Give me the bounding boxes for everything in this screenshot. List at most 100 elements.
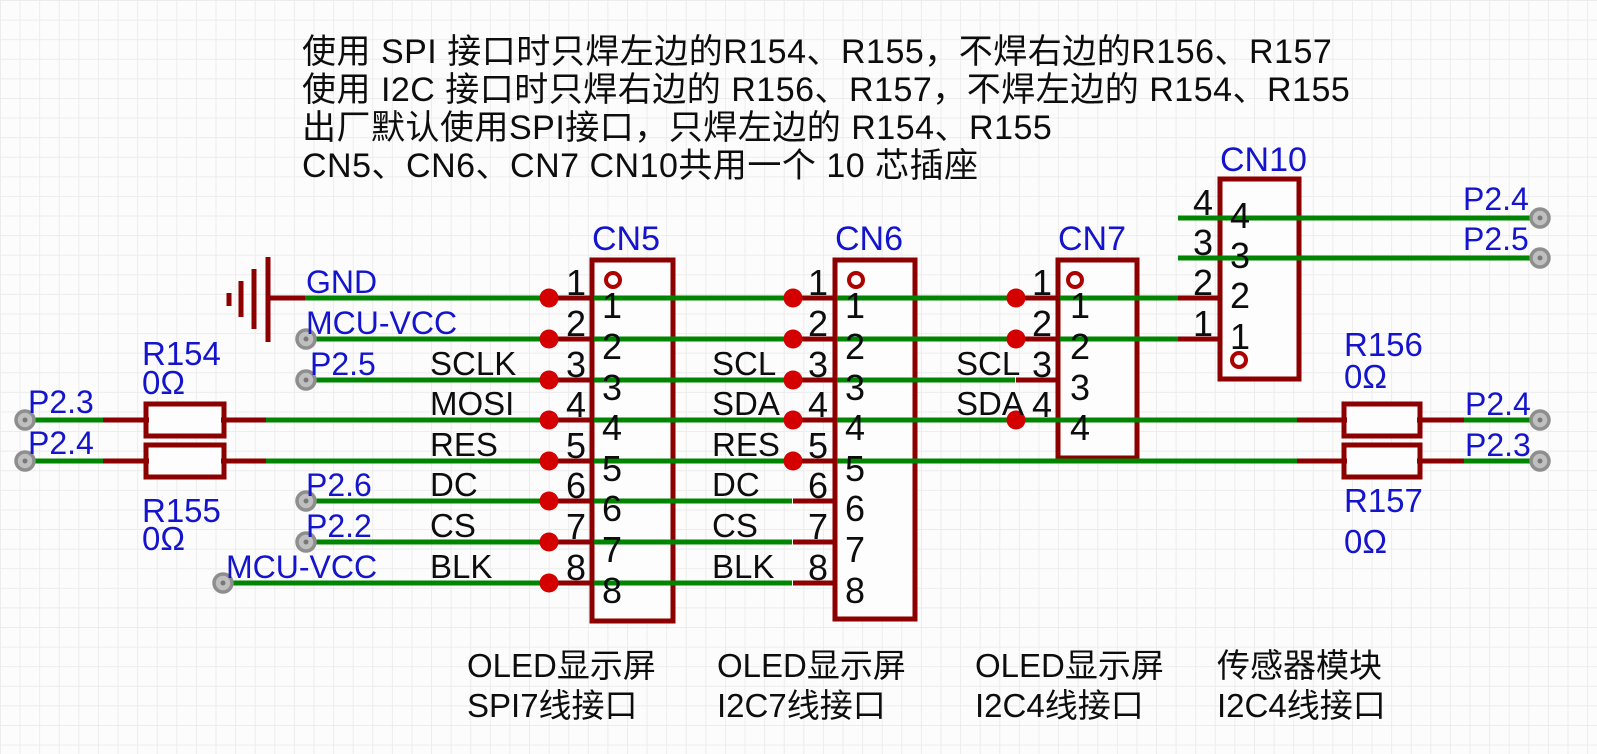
pin-number-outside: 3 bbox=[1193, 222, 1213, 263]
pin-function-label: SDA bbox=[712, 385, 780, 422]
pin-function-label: SCL bbox=[956, 345, 1020, 382]
pin1-indicator-icon bbox=[847, 271, 865, 289]
junction-dot bbox=[783, 410, 803, 430]
pin-number-inside: 6 bbox=[845, 488, 865, 529]
pin-number-outside: 3 bbox=[1032, 344, 1052, 385]
resistor-body-r157[interactable] bbox=[1341, 442, 1423, 480]
junction-dot bbox=[1006, 288, 1026, 308]
caption-cn10-line1: 传感器模块 bbox=[1217, 647, 1382, 684]
resistor-body-r156[interactable] bbox=[1341, 401, 1423, 439]
resistor-body-r155[interactable] bbox=[143, 442, 227, 480]
pin-number-inside: 2 bbox=[1070, 326, 1090, 367]
pin-function-label: SCLK bbox=[430, 345, 516, 382]
pin-number-outside: 1 bbox=[808, 262, 828, 303]
pin-number-inside: 1 bbox=[1070, 285, 1090, 326]
net-label: MCU-VCC bbox=[306, 305, 457, 341]
pin-number-inside: 8 bbox=[845, 570, 865, 611]
designator-cn10: CN10 bbox=[1220, 141, 1307, 179]
pin-number-inside: 2 bbox=[602, 326, 622, 367]
pin-function-label: BLK bbox=[712, 548, 774, 585]
junction-dot bbox=[783, 329, 803, 349]
caption-cn10: 传感器模块 I2C4线接口 bbox=[1217, 646, 1386, 726]
resistor-designator: R155 bbox=[142, 492, 221, 529]
pin-number-inside: 5 bbox=[602, 448, 622, 489]
caption-cn6: OLED显示屏 I2C7线接口 bbox=[717, 646, 906, 726]
resistor-value: 0Ω bbox=[1344, 523, 1387, 560]
pin-number-outside: 8 bbox=[566, 547, 586, 588]
pin-function-label: CS bbox=[430, 507, 476, 544]
pin1-indicator-icon bbox=[604, 271, 622, 289]
terminal-pad-hole bbox=[22, 417, 28, 423]
pin-number-inside: 5 bbox=[845, 448, 865, 489]
pin-number-outside: 8 bbox=[808, 547, 828, 588]
connector-body-cn10[interactable] bbox=[1217, 176, 1302, 382]
pin-number-outside: 5 bbox=[566, 425, 586, 466]
pin-number-inside: 7 bbox=[602, 529, 622, 570]
annotation-line-4: CN5、CN6、CN7 CN10共用一个 10 芯插座 bbox=[302, 147, 979, 185]
junction-dot bbox=[539, 329, 559, 349]
net-label: P2.4 bbox=[1465, 386, 1531, 422]
designator-cn6: CN6 bbox=[835, 220, 903, 258]
pin-number-inside: 2 bbox=[845, 326, 865, 367]
pin-number-inside: 8 bbox=[602, 570, 622, 611]
connector-body-cn6[interactable] bbox=[832, 257, 918, 622]
junction-dot bbox=[783, 451, 803, 471]
pin-number-inside: 4 bbox=[1070, 407, 1090, 448]
pin1-indicator-icon bbox=[1230, 351, 1248, 369]
junction-dot bbox=[783, 288, 803, 308]
pin-number-inside: 7 bbox=[845, 529, 865, 570]
terminal-pad-hole bbox=[1537, 417, 1543, 423]
pin-number-outside: 4 bbox=[566, 384, 586, 425]
junction-dot bbox=[539, 573, 559, 593]
pin-number-inside: 1 bbox=[602, 285, 622, 326]
pin-number-outside: 2 bbox=[808, 303, 828, 344]
pin-function-label: CS bbox=[712, 507, 758, 544]
terminal-pad-hole bbox=[22, 458, 28, 464]
connector-body-cn7[interactable] bbox=[1055, 257, 1140, 461]
net-label: MCU-VCC bbox=[226, 549, 377, 585]
annotation-line-1: 使用 SPI 接口时只焊左边的R154、R155，不焊右边的R156、R157 bbox=[302, 33, 1333, 71]
junction-dot bbox=[539, 451, 559, 471]
pin-number-inside: 3 bbox=[1230, 235, 1250, 276]
caption-cn5: OLED显示屏 SPI7线接口 bbox=[467, 646, 656, 726]
pin-number-outside: 1 bbox=[1193, 303, 1213, 344]
junction-dot bbox=[1006, 329, 1026, 349]
pin-number-inside: 1 bbox=[1230, 316, 1250, 357]
pin-number-outside: 7 bbox=[808, 506, 828, 547]
pin-number-outside: 6 bbox=[566, 465, 586, 506]
pin-function-label: SDA bbox=[956, 385, 1024, 422]
resistor-value: 0Ω bbox=[142, 364, 185, 401]
terminal-pad-hole bbox=[1537, 458, 1543, 464]
pin-function-label: RES bbox=[712, 426, 780, 463]
terminal-pad-hole bbox=[303, 377, 309, 383]
pin-number-outside: 2 bbox=[1032, 303, 1052, 344]
caption-cn6-line1: OLED显示屏 bbox=[717, 647, 906, 684]
junction-dot bbox=[539, 532, 559, 552]
pin-function-label: RES bbox=[430, 426, 498, 463]
pin-number-inside: 3 bbox=[602, 367, 622, 408]
connector-body-cn5[interactable] bbox=[589, 257, 676, 624]
terminal-pad-hole bbox=[1537, 255, 1543, 261]
designator-cn5: CN5 bbox=[592, 220, 660, 258]
pin-function-label: BLK bbox=[430, 548, 492, 585]
resistor-value: 0Ω bbox=[142, 520, 185, 557]
pin-number-inside: 6 bbox=[602, 488, 622, 529]
junction-dot bbox=[539, 410, 559, 430]
terminal-pad-hole bbox=[220, 580, 226, 586]
pin-number-outside: 6 bbox=[808, 465, 828, 506]
junction-dot bbox=[539, 370, 559, 390]
pin-number-inside: 2 bbox=[1230, 275, 1250, 316]
pin-number-inside: 3 bbox=[845, 367, 865, 408]
pin-function-label: MOSI bbox=[430, 385, 514, 422]
resistor-body-r154[interactable] bbox=[143, 401, 227, 439]
caption-cn7: OLED显示屏 I2C4线接口 bbox=[975, 646, 1164, 726]
pin-number-outside: 5 bbox=[808, 425, 828, 466]
pin-number-outside: 1 bbox=[566, 262, 586, 303]
net-label: P2.5 bbox=[310, 346, 376, 382]
caption-cn7-line1: OLED显示屏 bbox=[975, 647, 1164, 684]
terminal-pad-hole bbox=[303, 539, 309, 545]
pin-number-outside: 1 bbox=[1032, 262, 1052, 303]
pin-number-outside: 4 bbox=[1193, 182, 1213, 223]
designator-cn7: CN7 bbox=[1058, 220, 1126, 258]
